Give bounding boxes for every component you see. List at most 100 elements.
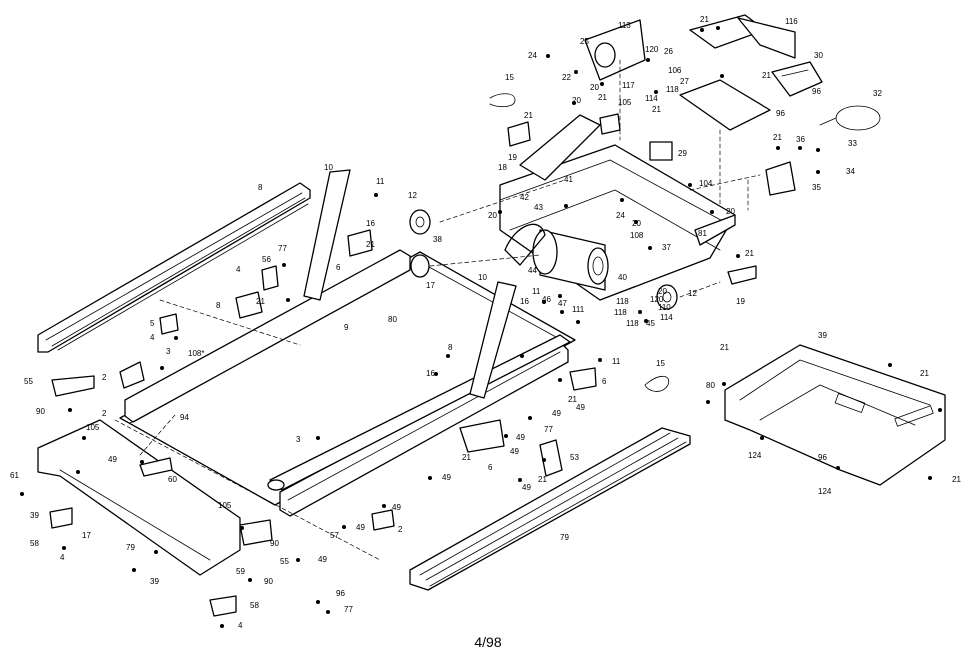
callout-36: 37 [662,243,671,252]
rear-end-cap-left [37,419,241,576]
callout-48: 53 [570,453,579,462]
callout-32: 33 [848,139,857,148]
callout-9: 9 [344,323,349,332]
callout-47-e: 49 [108,455,117,464]
callout-25-b: 24 [616,211,625,220]
callout-1: 2 [102,409,107,418]
left-upright [303,169,351,301]
callout-4-a: 4 [236,265,241,274]
callout-26: 25 [580,37,589,46]
callout-106: 106 [668,66,682,75]
callout-22-f: 20 [658,287,667,296]
callout-45: 46 [542,295,551,304]
callout-5: 5 [150,319,155,328]
callout-10-b: 10 [478,273,487,282]
callout-27: 26 [664,47,673,56]
callout-17-c: 16 [426,369,435,378]
controller-bracket [584,14,796,81]
callout-38-c: 39 [150,577,159,586]
callout-39: 40 [618,273,627,282]
callout-11-c: 11 [612,357,621,366]
callout-21-a: 21 [700,15,709,24]
callout-22-c: 20 [488,211,497,220]
rear-roller [267,334,571,491]
callout-77-a: 90 [36,407,45,416]
left-side-rail [37,182,311,353]
callout-113: 116 [785,17,798,26]
callout-49-a: 55 [24,377,33,386]
callout-47-g: 49 [522,483,531,492]
callout-12-a: 12 [408,191,417,200]
callout-20-a: 19 [508,153,517,162]
callout-124-a: 124 [748,451,762,460]
bracket-34 [765,161,796,196]
callout-55: 60 [168,475,177,484]
callout-118: 118 [616,297,629,306]
callout-117: 118 [614,308,627,317]
callout-79-a: 96 [812,87,821,96]
callout-61: 81 [698,229,707,238]
power-cord-31 [819,105,881,131]
callout-53-a: 58 [30,539,39,548]
callout-15-a: 15 [505,73,514,82]
right-upright [469,281,517,399]
callout-58-b: 79 [126,543,135,552]
callout-21-m: 21 [462,453,471,462]
callout-2-a: 2 [102,373,107,382]
callout-77-c: 90 [264,577,273,586]
callout-4-d: 4 [238,621,243,630]
callout-21-d: 21 [524,111,533,120]
callout-34: 35 [812,183,821,192]
power-cord-15-upper [489,93,516,108]
callout-109: 110 [658,303,671,312]
page-number: 4/98 [474,634,502,650]
callout-120-b: 118 [626,319,639,328]
callout-44: 45 [646,319,655,328]
callout-47-b: 49 [552,409,561,418]
callout-11-a: 11 [376,177,385,186]
callout-50: 56 [262,255,271,264]
callout-80-a: 96 [818,453,827,462]
callout-116: 117 [622,81,635,90]
callout-110: 111 [572,305,585,314]
callout-54: 59 [236,567,245,576]
circuit-board-30 [771,61,823,97]
callout-40: 41 [564,175,573,184]
callout-4-c: 4 [60,553,65,562]
callout-96: 104 [699,179,713,188]
callout-25-a: 24 [528,51,537,60]
transformer-29 [649,141,673,161]
callout-21-o: 21 [952,475,961,484]
callout-22-e: 20 [632,219,641,228]
mounting-plate-28 [679,79,771,131]
callout-21-k: 21 [920,369,929,378]
callout-81-a: 105 [86,423,100,432]
callout-114-a: 114 [645,94,658,103]
callout-111: 113 [618,21,631,30]
callout-8-b: 8 [216,301,221,310]
callout-33: 34 [846,167,855,176]
callout-58-rail: 79 [560,533,569,542]
callout-121-a: 120 [645,45,659,54]
callout-22-b: 20 [572,96,581,105]
callout-38-hood: 39 [818,331,827,340]
callout-79-b: 96 [776,109,785,118]
callout-30: 30 [814,51,823,60]
callout-57-c: 77 [344,605,353,614]
callout-31: 32 [873,89,882,98]
callout-18: 17 [82,531,91,540]
callout-114-b: 114 [660,313,673,322]
callout-38-cap: 39 [30,511,39,520]
assembly-leader-lines [114,59,761,561]
callout-57-b: 77 [544,425,553,434]
callout-21-j: 21 [720,343,729,352]
callout-6-a: 6 [336,263,341,272]
callout-12-b: 12 [688,289,697,298]
callout-24: 22 [562,73,571,82]
callout-3-b: 3 [296,435,301,444]
callout-105: 105 [618,98,632,107]
callout-47-c: 49 [516,433,525,442]
fasteners [20,26,942,628]
callout-6-c: 6 [488,463,493,472]
callout-21-b: 21 [762,71,771,80]
